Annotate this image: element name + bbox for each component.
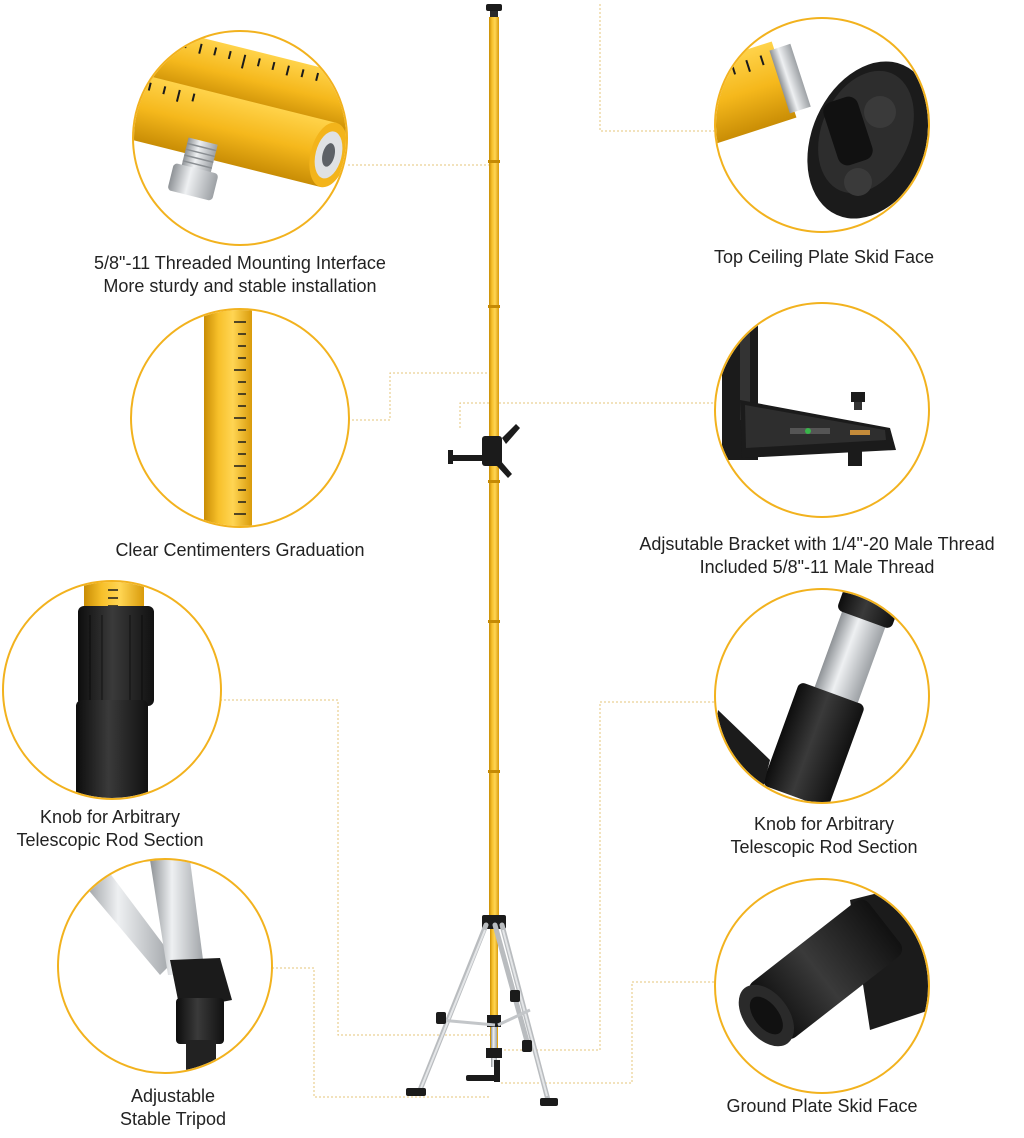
caption-graduation: Clear Centimenters Graduation (80, 539, 400, 562)
caption-line: Clear Centimenters Graduation (115, 540, 365, 560)
caption-line: Knob for Arbitrary (753, 814, 895, 834)
detail-circle-bracket (714, 302, 930, 518)
caption-line: Knob for Arbitrary (39, 807, 181, 827)
caption-line: Adjustable (130, 1086, 216, 1106)
caption-line: Stable Tripod (119, 1109, 227, 1129)
caption-line: Ground Plate Skid Face (726, 1096, 918, 1116)
tripod-icon (406, 922, 558, 1106)
detail-circle-ground-plate (714, 878, 930, 1094)
detail-circle-graduation (130, 308, 350, 528)
detail-circle-tripod (57, 858, 273, 1074)
telescopic-pole (482, 4, 506, 1067)
detail-circle-knob-right (714, 588, 930, 804)
caption-line: 5/8"-11 Threaded Mounting Interface (94, 253, 386, 273)
leader-lines (220, 4, 718, 1098)
caption-tripod: Adjustable Stable Tripod (80, 1085, 266, 1131)
caption-line: Telescopic Rod Section (730, 837, 918, 857)
caption-bracket: Adjsutable Bracket with 1/4"-20 Male Thr… (610, 533, 1024, 579)
caption-line: Top Ceiling Plate Skid Face (713, 247, 935, 267)
detail-circle-threaded-interface (132, 30, 348, 246)
caption-line: Adjsutable Bracket with 1/4"-20 Male Thr… (639, 534, 995, 554)
caption-line: Telescopic Rod Section (16, 830, 204, 850)
caption-top-plate: Top Ceiling Plate Skid Face (674, 246, 974, 269)
caption-threaded-interface: 5/8"-11 Threaded Mounting Interface More… (40, 252, 440, 298)
caption-ground-plate: Ground Plate Skid Face (690, 1095, 954, 1118)
caption-line: More sturdy and stable installation (103, 276, 377, 296)
caption-line: Included 5/8"-11 Male Thread (699, 557, 935, 577)
detail-circle-knob-left (2, 580, 222, 800)
caption-knob-right: Knob for Arbitrary Telescopic Rod Sectio… (712, 813, 936, 859)
pole-bracket-icon (448, 424, 520, 478)
detail-circle-top-plate (714, 17, 930, 233)
caption-knob-left: Knob for Arbitrary Telescopic Rod Sectio… (0, 806, 220, 852)
